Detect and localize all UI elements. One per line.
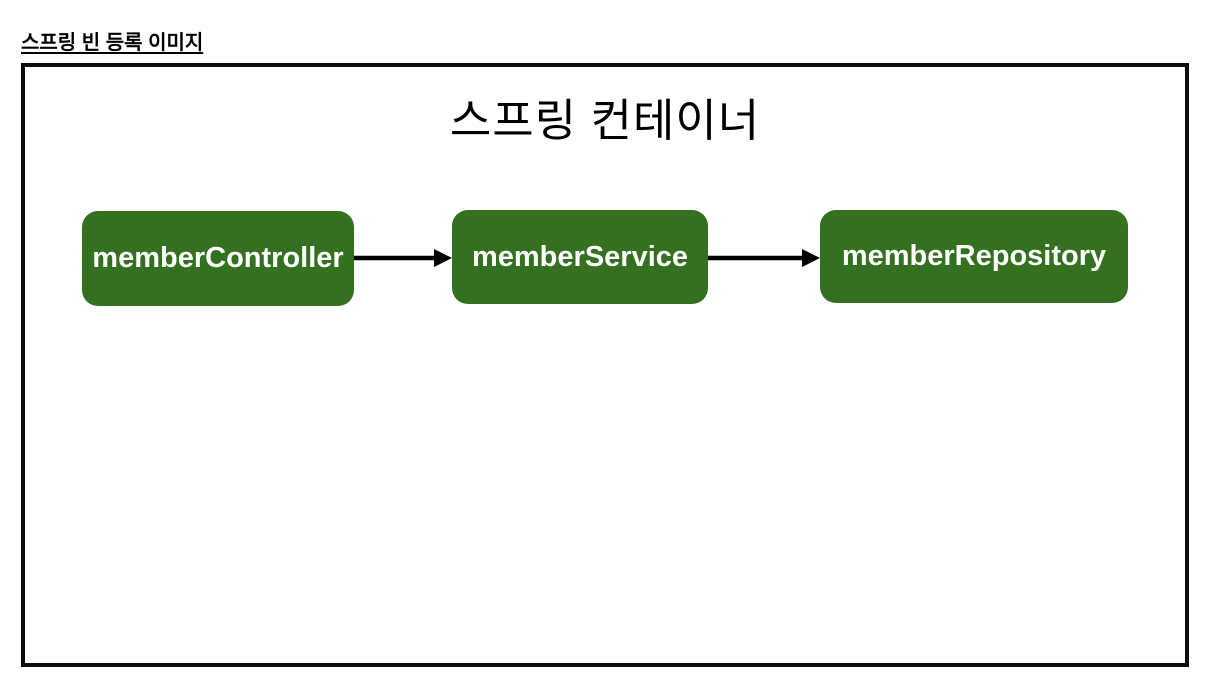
bean-label: memberService — [471, 240, 689, 273]
page-caption: 스프링 빈 등록 이미지 — [21, 32, 204, 54]
arrow-controller-to-service-icon — [354, 249, 452, 267]
bean-label: memberController — [92, 242, 344, 274]
spring-container-title: 스프링 컨테이너 — [449, 95, 761, 146]
arrow-service-to-repository-icon — [708, 249, 820, 267]
bean-label: memberRepository — [841, 240, 1107, 272]
bean-member-repository: memberRepository — [820, 210, 1128, 303]
bean-member-service: memberService — [452, 210, 708, 304]
bean-member-controller: memberController — [82, 211, 354, 306]
spring-container-box — [21, 63, 1189, 667]
